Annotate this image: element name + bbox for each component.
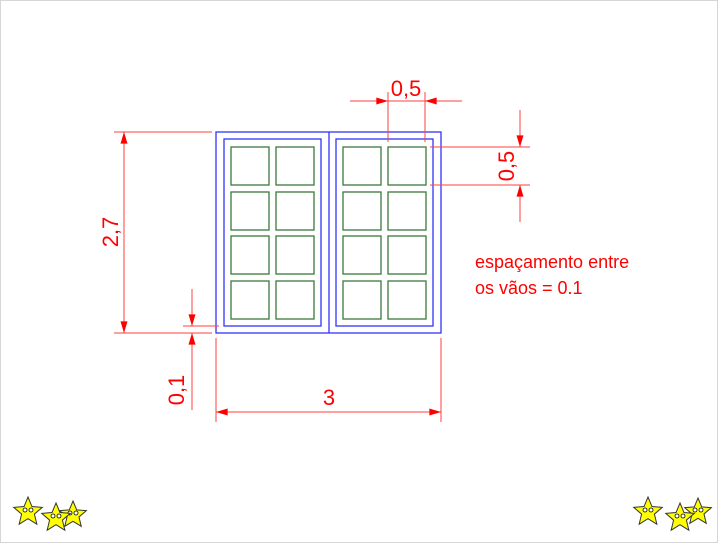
window-pane xyxy=(230,191,270,231)
star-icon xyxy=(58,499,88,528)
window-pane xyxy=(387,280,427,320)
window-pane xyxy=(230,280,270,320)
window-pane xyxy=(230,146,270,186)
window-pane xyxy=(342,235,382,275)
window-panes xyxy=(230,146,427,320)
note-line-1: espaçamento entre xyxy=(475,252,630,272)
window-frame xyxy=(215,131,442,334)
star-icon xyxy=(683,496,713,525)
stars-icon-right xyxy=(632,495,713,532)
window-pane xyxy=(275,235,315,275)
dim-frame-gap: 0,1 xyxy=(164,375,189,406)
window-pane xyxy=(387,146,427,186)
window-pane xyxy=(275,191,315,231)
dimension-lines xyxy=(114,92,530,422)
note-line-2: os vãos = 0.1 xyxy=(475,278,583,298)
window-pane xyxy=(230,235,270,275)
window-pane xyxy=(275,146,315,186)
window-pane xyxy=(342,146,382,186)
dim-total-width: 3 xyxy=(323,385,335,410)
dim-right-height: 0,5 xyxy=(494,151,519,182)
window-pane xyxy=(342,191,382,231)
dim-top-width: 0,5 xyxy=(391,76,422,101)
star-icon xyxy=(40,501,72,532)
star-icon xyxy=(632,495,664,526)
window-pane xyxy=(342,280,382,320)
dim-total-height: 2,7 xyxy=(98,217,123,248)
star-icon xyxy=(12,495,44,526)
window-pane xyxy=(275,280,315,320)
window-pane xyxy=(387,235,427,275)
window-pane xyxy=(387,191,427,231)
stars-icon-left xyxy=(12,495,88,532)
star-icon xyxy=(664,501,696,532)
